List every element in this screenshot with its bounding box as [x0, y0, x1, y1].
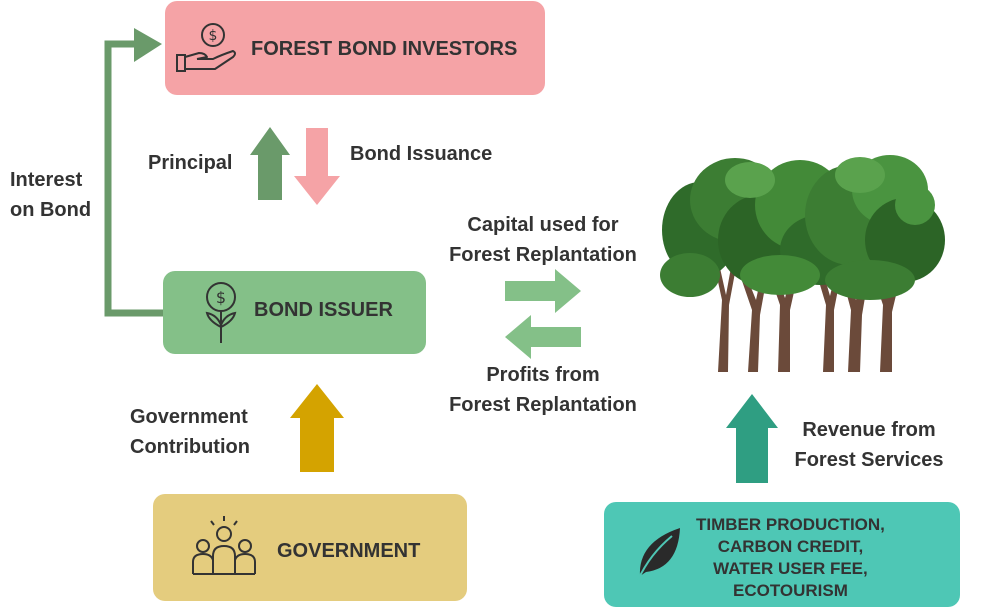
capital-label-line: Capital used for	[467, 214, 619, 236]
government-contribution-line: Government	[130, 406, 248, 428]
bond-issuer-node: $ BOND ISSUER	[163, 271, 426, 354]
principal-arrow	[250, 127, 290, 200]
revenue-label-line: Revenue from	[802, 419, 936, 441]
revenue-arrow	[726, 394, 778, 483]
capital-label: Capital used for Forest Replantation	[432, 210, 654, 270]
tree-canopy	[660, 155, 945, 300]
profits-arrow	[505, 315, 581, 359]
capital-arrow	[505, 269, 581, 313]
services-line: TIMBER PRODUCTION,	[696, 515, 885, 534]
services-line: WATER USER FEE,	[713, 559, 868, 578]
svg-text:$: $	[209, 28, 218, 44]
leaf-icon	[634, 524, 684, 585]
government-contribution-line: Contribution	[130, 436, 250, 458]
revenue-label: Revenue from Forest Services	[780, 415, 958, 475]
interest-label-line: on Bond	[10, 199, 92, 221]
forest-bond-investors-node: $ FOREST BOND INVESTORS	[165, 1, 545, 95]
issuer-label: BOND ISSUER	[254, 299, 393, 321]
svg-text:$: $	[216, 288, 226, 307]
capital-label-line: Forest Replantation	[449, 244, 637, 266]
forest-services-node: TIMBER PRODUCTION, CARBON CREDIT, WATER …	[604, 502, 960, 607]
services-line: ECOTOURISM	[732, 581, 848, 600]
government-node: GOVERNMENT	[153, 494, 467, 601]
profits-label-line: Forest Replantation	[449, 394, 637, 416]
principal-label: Principal	[148, 152, 233, 174]
services-line: CARBON CREDIT,	[717, 537, 864, 556]
profits-label-line: Profits from	[486, 364, 600, 386]
government-contribution-arrow	[290, 384, 344, 472]
interest-label-line: Interest	[10, 169, 83, 191]
investors-label: FOREST BOND INVESTORS	[251, 38, 518, 60]
interest-arrowhead	[134, 28, 162, 62]
interest-connector-line	[104, 40, 163, 317]
bond-issuance-label: Bond Issuance	[350, 143, 493, 165]
government-label: GOVERNMENT	[277, 540, 421, 562]
bond-issuance-arrow	[294, 128, 340, 205]
hand-coin-icon: $	[175, 21, 239, 82]
government-contribution-label: Government Contribution	[130, 402, 250, 462]
profits-label: Profits from Forest Replantation	[432, 360, 654, 420]
people-group-icon	[189, 514, 259, 583]
interest-label: Interest on Bond	[10, 165, 91, 225]
money-plant-icon: $	[201, 281, 241, 350]
revenue-label-line: Forest Services	[794, 449, 944, 471]
services-list: TIMBER PRODUCTION, CARBON CREDIT, WATER …	[696, 514, 885, 602]
